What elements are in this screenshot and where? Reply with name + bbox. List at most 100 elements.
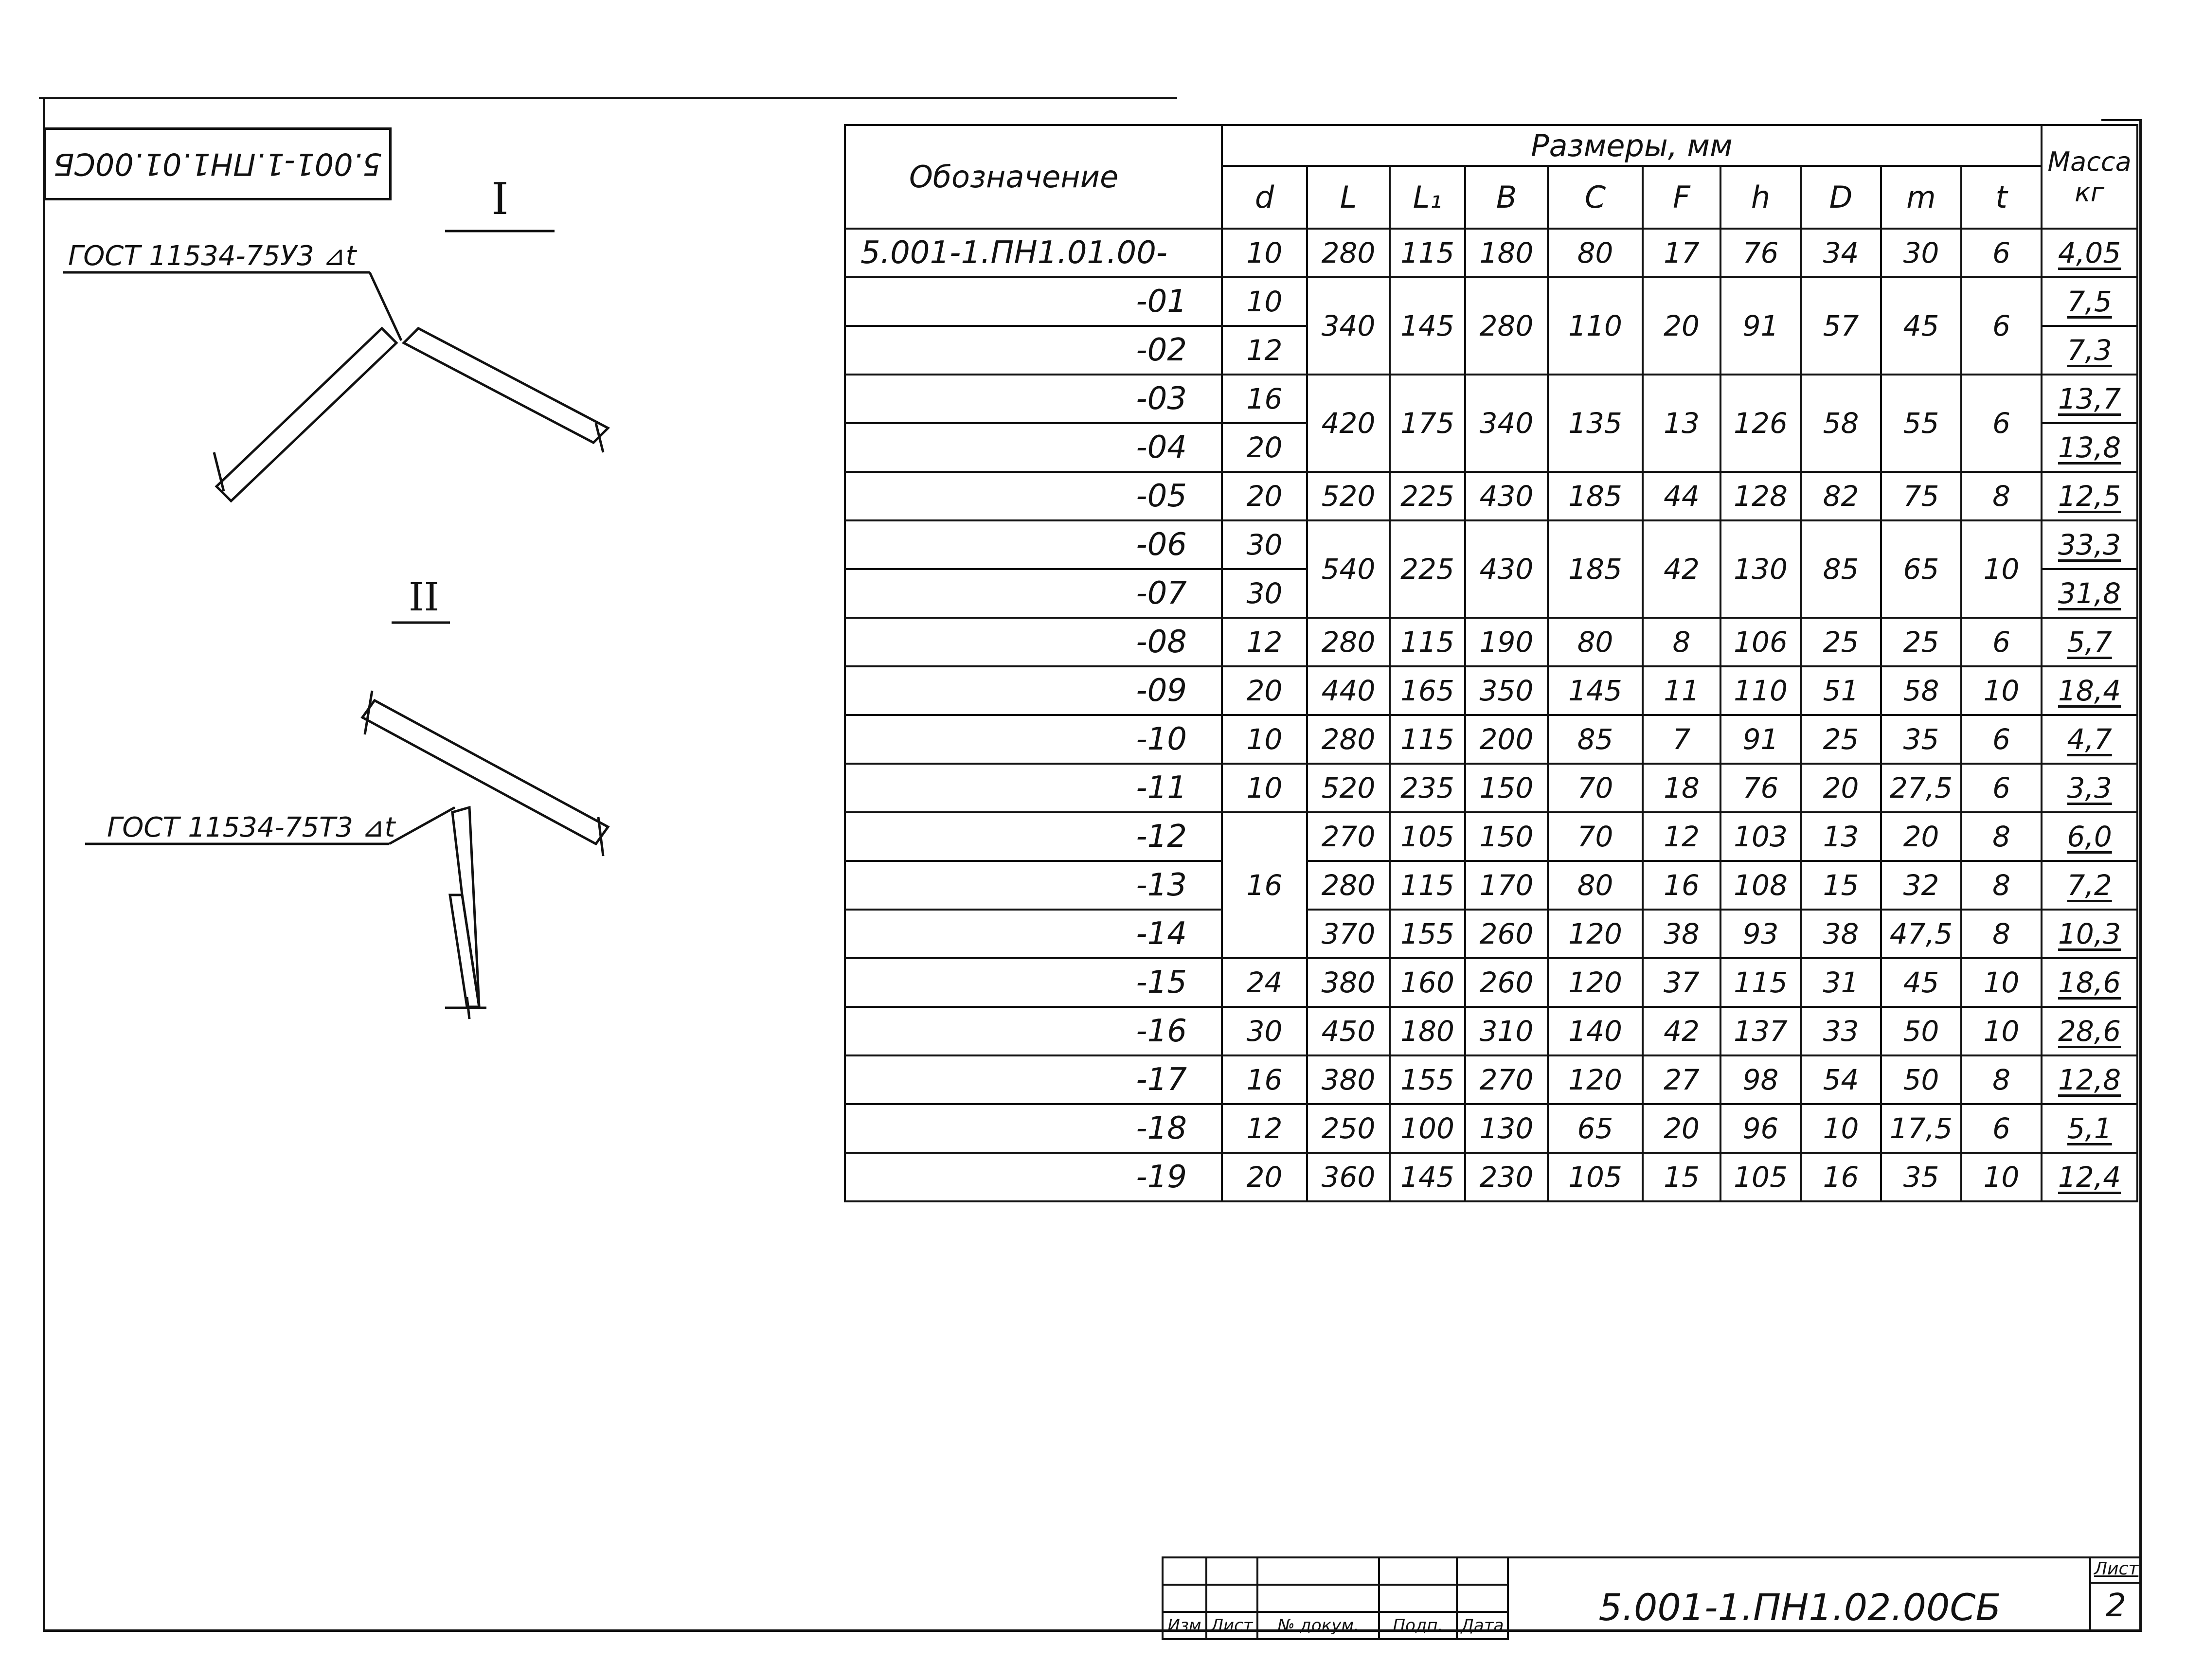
cell-b: 260 [1464,957,1549,1008]
cell-t: 10 [1960,519,2043,619]
view-1-right-plate [401,326,610,445]
cell-dd: 20 [1800,763,1882,813]
cell-d: 12 [1221,325,1308,375]
cell-f: 37 [1642,957,1721,1008]
frame-top-line [39,97,1177,99]
cell-b: 280 [1464,276,1549,375]
table-row: -03 16 420 175 340 135 13 126 58 55 6 13… [844,374,2139,473]
row-designation: -19 [844,1152,1223,1202]
col-c: C [1547,165,1644,230]
table-row: -07 30 31,8 [844,568,2139,619]
row-designation: -16 [844,1006,1223,1056]
cell-mass: 10,3 [2041,909,2139,959]
cell-t: 6 [1960,228,2043,278]
cell-m: 45 [1880,276,1962,375]
row-designation: -11 [844,763,1223,813]
cell-m: 17,5 [1880,1103,1962,1154]
table-row: -12 16 270 105 150 70 12 103 13 20 8 6,0 [844,811,2139,959]
title-block-left-divider [1507,1556,1509,1630]
cell-t: 10 [1960,665,2043,716]
table-row: -18 12 250 100 130 65 20 96 10 17,5 6 5,… [844,1103,2139,1154]
cell-l: 280 [1306,617,1391,667]
cell-m: 65 [1880,519,1962,619]
cell-h: 96 [1720,1103,1802,1154]
cell-c: 185 [1547,519,1644,619]
row-designation: -14 [844,909,1223,959]
cell-l: 280 [1306,860,1391,911]
sheet-number: 2 [2106,1587,2126,1624]
table-row: -08 12 280 115 190 80 8 106 25 25 6 5,7 [844,617,2139,667]
frame-bottom-line [43,1629,2142,1632]
cell-dd: 25 [1800,714,1882,765]
cell-d: 20 [1221,422,1308,473]
cell-dd: 38 [1800,909,1882,959]
view-1-weld-spec: ГОСТ 11534-75У3 ⊿t [68,240,357,272]
row-designation: -09 [844,665,1223,716]
cell-l1: 145 [1389,276,1466,375]
cell-t: 6 [1960,617,2043,667]
cell-l: 520 [1306,763,1391,813]
row-designation: -07 [844,568,1223,619]
cell-dd: 25 [1800,617,1882,667]
cell-l1: 155 [1389,1054,1466,1105]
cell-t: 6 [1960,276,2043,375]
cell-b: 150 [1464,763,1549,813]
mirrored-stamp: 5.001-1.ПН1.01.00СБ [44,127,392,200]
cell-h: 105 [1720,1152,1802,1202]
cell-f: 20 [1642,1103,1721,1154]
cell-d: 30 [1221,1006,1308,1056]
cell-c: 80 [1547,860,1644,911]
cell-t: 8 [1960,471,2043,521]
cell-t: 8 [1960,909,2043,959]
cell-mass: 13,7 [2041,374,2139,424]
row-designation: -05 [844,471,1223,521]
col-f: F [1642,165,1721,230]
cell-mass: 5,7 [2041,617,2139,667]
cell-l1: 180 [1389,1006,1466,1056]
cell-d: 20 [1221,471,1308,521]
cell-f: 11 [1642,665,1721,716]
table-row: -14 370 155 260 120 38 93 38 47,5 8 10,3 [844,909,2139,959]
cell-l: 380 [1306,957,1391,1008]
cell-d: 16 [1221,374,1308,424]
cell-c: 80 [1547,617,1644,667]
cell-m: 50 [1880,1054,1962,1105]
cell-c: 70 [1547,763,1644,813]
cell-h: 91 [1720,714,1802,765]
row-designation: -06 [844,519,1223,570]
cell-t: 10 [1960,957,2043,1008]
title-label-izm: Изм [1162,1611,1207,1640]
cell-b: 310 [1464,1006,1549,1056]
cell-c: 120 [1547,957,1644,1008]
col-dd: D [1800,165,1882,230]
cell-mass: 7,3 [2041,325,2139,375]
cell-h: 128 [1720,471,1802,521]
cell-dd: 57 [1800,276,1882,375]
cell-l: 270 [1306,811,1391,862]
cell-l1: 105 [1389,811,1466,862]
col-h: h [1720,165,1802,230]
cell-h: 108 [1720,860,1802,911]
row-designation: 5.001-1.ПН1.01.00- [844,228,1223,278]
cell-b: 150 [1464,811,1549,862]
col-b: B [1464,165,1549,230]
cell-c: 120 [1547,1054,1644,1105]
view-1-label: I [491,174,509,225]
cell-dd: 85 [1800,519,1882,619]
cell-b: 180 [1464,228,1549,278]
frame-top-line-right [2101,119,2140,121]
cell-b: 270 [1464,1054,1549,1105]
row-designation: -13 [844,860,1223,911]
view-2-leader-arrow [388,806,456,845]
cell-t: 8 [1960,860,2043,911]
cell-mass: 7,2 [2041,860,2139,911]
table-row: -15 24 380 160 260 120 37 115 31 45 10 1… [844,957,2139,1008]
cell-l: 380 [1306,1054,1391,1105]
cell-mass: 4,7 [2041,714,2139,765]
title-label-sign: Подп. [1378,1611,1458,1640]
cell-f: 44 [1642,471,1721,521]
cell-d: 12 [1221,617,1308,667]
cell-f: 18 [1642,763,1721,813]
cell-h: 137 [1720,1006,1802,1056]
cell-f: 27 [1642,1054,1721,1105]
